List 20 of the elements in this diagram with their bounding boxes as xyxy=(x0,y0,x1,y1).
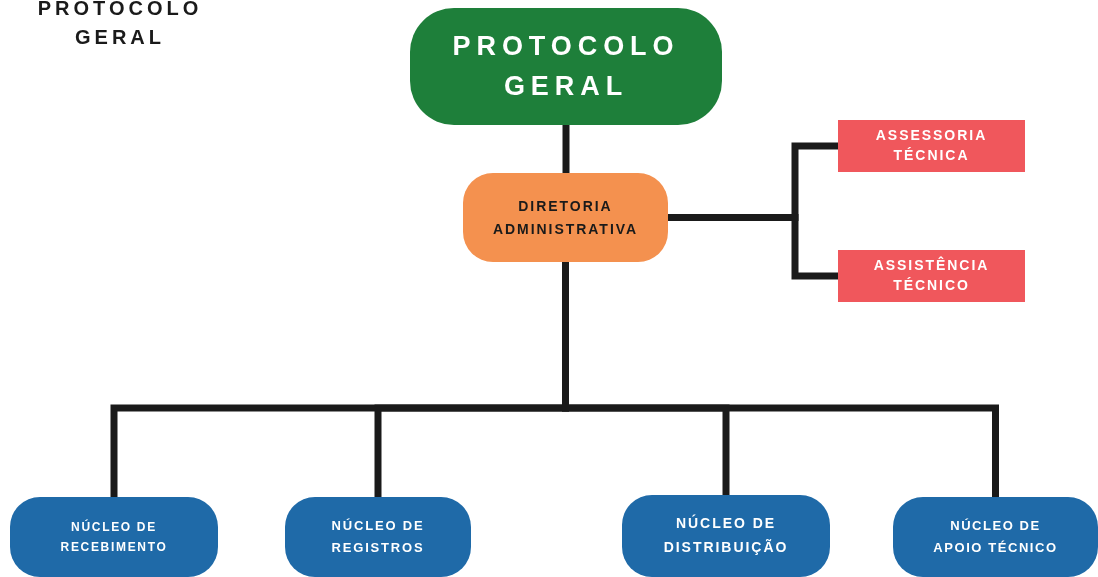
connector-line xyxy=(668,214,838,280)
org-box xyxy=(622,495,830,577)
box-label: DIRETORIA ADMINISTRATIVA xyxy=(491,197,640,239)
title: PROTOCOLO GERAL xyxy=(36,0,204,50)
connector-line xyxy=(562,262,999,497)
box-label: NÚCLEO DE RECEBIMENTO xyxy=(59,518,169,556)
box-label: NÚCLEO DE REGISTROS xyxy=(330,516,426,557)
org-box xyxy=(838,120,1025,172)
connector-line xyxy=(562,125,570,173)
box-label: PROTOCOLO GERAL xyxy=(451,30,681,103)
org-box xyxy=(838,250,1025,302)
org-box xyxy=(893,497,1098,577)
org-box xyxy=(410,8,722,125)
box-label: ASSESSORIA TÉCNICA xyxy=(874,126,989,165)
org-box xyxy=(285,497,471,577)
box-label: ASSISTÊNCIA TÉCNICO xyxy=(872,256,991,295)
box-label: NÚCLEO DE DISTRIBUIÇÃO xyxy=(662,513,790,557)
org-box xyxy=(10,497,218,577)
box-label: NÚCLEO DE APOIO TÉCNICO xyxy=(932,516,1059,557)
org-box xyxy=(463,173,668,262)
